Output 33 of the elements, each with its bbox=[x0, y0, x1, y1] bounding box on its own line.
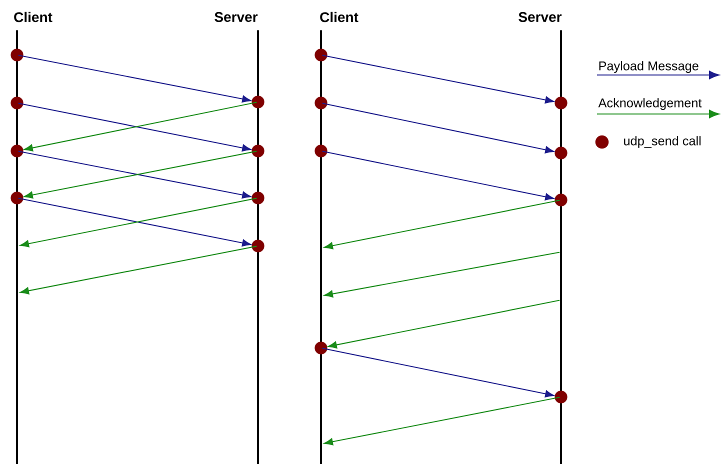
arrow bbox=[324, 200, 560, 250]
legend-label: udp_send call bbox=[624, 136, 701, 148]
arrow bbox=[18, 54, 252, 103]
send-dot bbox=[252, 240, 264, 252]
arrow bbox=[322, 348, 554, 398]
send-dot bbox=[252, 96, 264, 108]
legend-label: Acknowledgement bbox=[598, 98, 702, 110]
send-dot bbox=[554, 146, 568, 160]
send-dot bbox=[10, 144, 24, 158]
send-dot bbox=[314, 144, 328, 158]
arrow bbox=[324, 396, 560, 446]
lifeline-header: Client bbox=[320, 12, 358, 22]
send-dot bbox=[10, 192, 24, 204]
send-dot bbox=[554, 390, 568, 404]
send-dot bbox=[314, 48, 328, 62]
send-dot bbox=[314, 96, 328, 110]
arrow bbox=[328, 300, 560, 348]
send-dot bbox=[252, 144, 264, 158]
arrow bbox=[322, 102, 554, 154]
lifeline-header: Server bbox=[518, 12, 562, 22]
send-dot bbox=[10, 96, 24, 110]
send-dot bbox=[252, 192, 264, 204]
arrow bbox=[322, 54, 554, 104]
send-dot bbox=[554, 194, 568, 206]
send-dot bbox=[10, 48, 24, 62]
arrow bbox=[20, 246, 257, 294]
legend-label: Payload Message bbox=[599, 61, 698, 73]
send-dot bbox=[554, 96, 568, 110]
lifeline-header: Client bbox=[14, 12, 52, 22]
send-dot bbox=[314, 342, 328, 354]
arrow bbox=[322, 150, 554, 200]
arrow bbox=[324, 252, 560, 298]
lifeline-header: Server bbox=[214, 12, 258, 22]
